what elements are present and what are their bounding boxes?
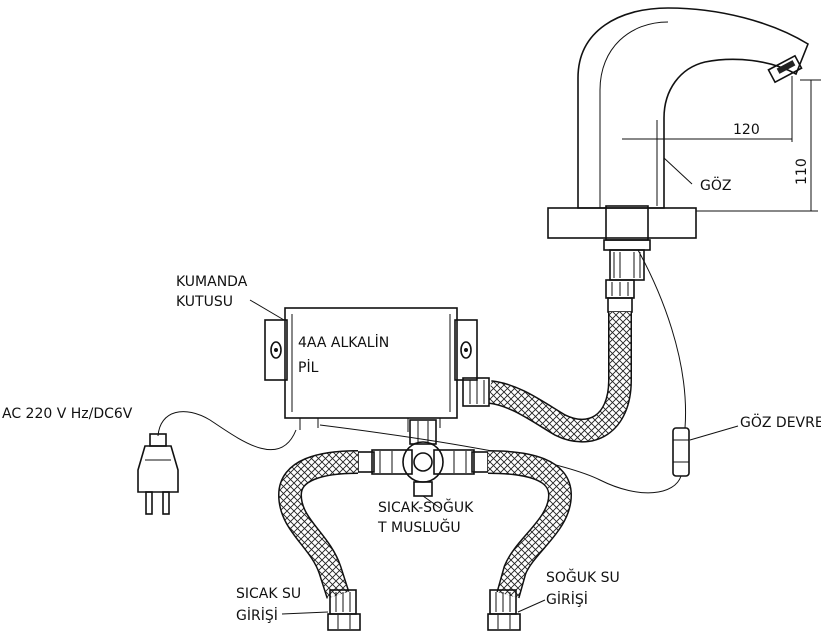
spout-reach-dimension: 120 xyxy=(733,122,760,138)
cold-water-hose xyxy=(487,450,573,599)
faucet xyxy=(577,7,809,209)
power-label: AC 220 V Hz/DC6V xyxy=(2,406,133,422)
eye-circuit-label: GÖZ DEVRESİ xyxy=(740,413,821,431)
control-box-label-line1: KUMANDA xyxy=(176,274,248,290)
eye-label: GÖZ xyxy=(700,176,731,194)
spout-height-dimension: 110 xyxy=(794,158,810,185)
power-cable xyxy=(157,411,297,451)
control-box-label-line2: KUTUSU xyxy=(176,294,233,310)
mounting-shank xyxy=(603,239,651,313)
power-plug xyxy=(137,433,179,515)
hot-cold-t-valve xyxy=(357,419,489,509)
battery-label-line1: 4AA ALKALİN xyxy=(298,333,389,351)
hot-water-inlet-label-line2: GİRİŞİ xyxy=(236,606,278,624)
hot-water-hose xyxy=(277,450,359,599)
t-valve-label-line1: SICAK-SOĞUK xyxy=(378,498,474,516)
cold-water-inlet-label-line2: GİRİŞİ xyxy=(546,590,588,608)
cold-water-inlet-label-line1: SOĞUK SU xyxy=(546,568,620,586)
sensor-eye-window xyxy=(767,54,803,84)
battery-label-line2: PİL xyxy=(298,358,319,376)
eye-circuit-connector xyxy=(672,427,690,477)
eye-sensor-cable xyxy=(319,249,739,494)
hot-water-inlet-nut xyxy=(327,589,361,631)
counter-top xyxy=(547,205,697,241)
t-valve-label-line2: T MUSLUĞU xyxy=(377,518,461,536)
dimension-lines: 120 110 xyxy=(622,76,821,212)
faucet-supply-hose xyxy=(462,312,632,443)
control-box xyxy=(264,307,478,432)
hot-water-inlet-label-line1: SICAK SU xyxy=(236,586,301,602)
cold-water-inlet-nut xyxy=(487,589,521,631)
